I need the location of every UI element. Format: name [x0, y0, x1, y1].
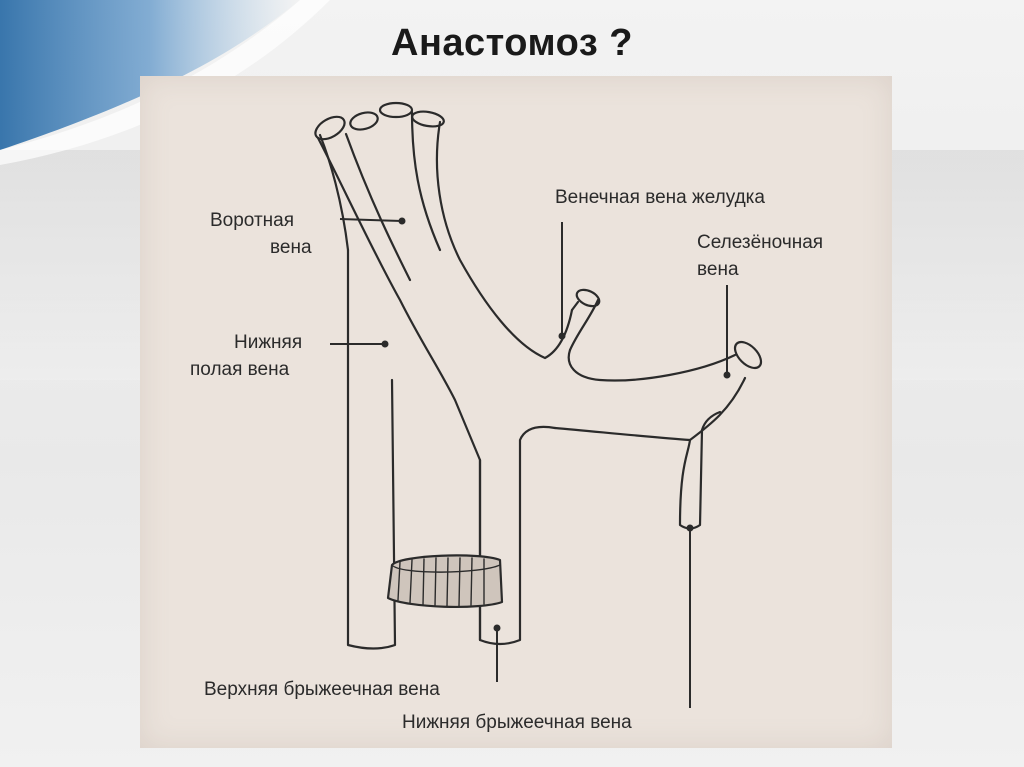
portal-vein-opening-top [378, 101, 414, 119]
label-ivc-2: полая вена [190, 359, 290, 380]
label-superior-mesenteric: Верхняя брыжеечная вена [204, 679, 440, 700]
splenic-vein-opening [733, 340, 763, 370]
label-splenic-vein-1: Селезёночная [697, 232, 823, 253]
coronary-vein-opening [575, 288, 601, 308]
portal-vein-left-edge [316, 136, 482, 642]
portal-vein-opening-mid [349, 111, 379, 131]
slide-title: Анастомоз ? [391, 22, 633, 64]
label-ivc-1: Нижняя [234, 332, 302, 353]
label-portal-vein-1: Воротная [210, 210, 294, 231]
portal-vein-opening-left [314, 115, 346, 141]
leader-portal-vein [339, 218, 403, 222]
anastomosis-cuff [386, 554, 504, 608]
inferior-vena-cava [346, 248, 397, 650]
inferior-mesenteric-vein [678, 410, 722, 530]
superior-mesenteric-vein [478, 425, 557, 646]
portal-vein-right-edge [435, 120, 574, 360]
label-splenic-vein-2: вена [697, 259, 739, 280]
splenic-vein [567, 348, 737, 382]
splenic-vein-lower [553, 376, 747, 442]
label-inferior-mesenteric: Нижняя брыжеечная вена [402, 712, 632, 733]
portal-vein-right-inner [410, 110, 442, 252]
coronary-gastric-vein [568, 298, 600, 352]
label-coronary-vein: Венечная вена желудка [555, 187, 765, 208]
vena-cava-upper [318, 133, 350, 252]
label-portal-vein-2: вена [270, 237, 312, 258]
figure-panel [140, 76, 892, 748]
